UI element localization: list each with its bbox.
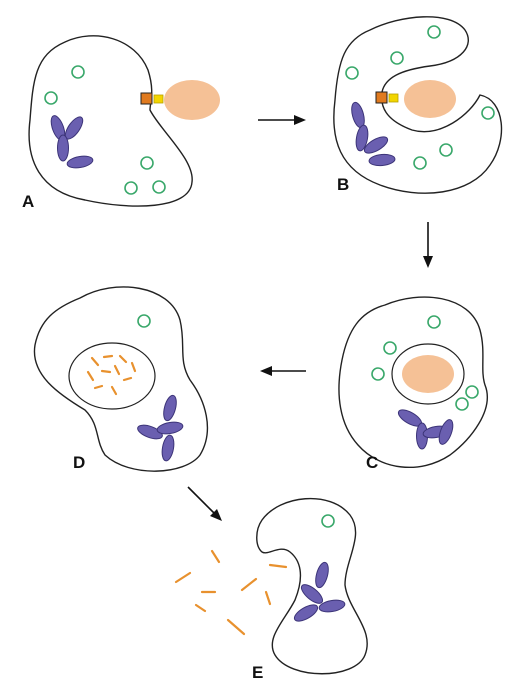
granule <box>390 51 404 65</box>
granule <box>137 314 151 328</box>
particle-fragment <box>268 563 288 569</box>
particle-fragment <box>240 577 258 592</box>
granule <box>455 397 469 411</box>
stage-c: C <box>338 296 488 472</box>
particle-fragment <box>210 549 221 564</box>
receptor-b <box>375 91 388 104</box>
stage-label-b: B <box>337 175 349 194</box>
stage-label-d: D <box>73 453 85 472</box>
granule <box>345 66 359 80</box>
arrow-c-to-d <box>260 366 306 376</box>
ligand-b <box>388 93 399 103</box>
arrow-b-to-c <box>423 222 433 268</box>
particle-fragment <box>130 361 137 373</box>
stage-label-a: A <box>22 192 34 211</box>
granule <box>413 156 427 170</box>
stage-b: B <box>333 16 503 194</box>
granule <box>124 181 138 195</box>
granule <box>427 315 441 329</box>
stage-d: D <box>33 286 208 472</box>
particle-fragment <box>86 370 95 382</box>
particle-fragment <box>194 603 207 613</box>
granule <box>481 106 495 120</box>
granule <box>71 65 85 79</box>
particle-fragment <box>100 369 112 374</box>
cell-membrane-e <box>256 497 368 675</box>
stage-label-e: E <box>252 663 263 682</box>
granules-a <box>44 65 166 195</box>
expelled-fragments-e <box>174 549 288 636</box>
arrow-a-to-b <box>258 115 306 125</box>
granule <box>140 156 154 170</box>
phagolysosome-d <box>68 342 156 410</box>
particle-fragment <box>113 364 121 376</box>
particle-fragment <box>93 384 104 390</box>
ligand-a <box>153 94 164 104</box>
particle-fragment <box>174 571 192 584</box>
granule <box>152 180 166 194</box>
granule <box>465 385 479 399</box>
granule <box>321 514 335 528</box>
granules-c <box>371 315 479 411</box>
arrow-d-to-e <box>187 486 222 521</box>
receptor-a <box>140 92 153 105</box>
granule <box>427 25 441 39</box>
particle-fragment <box>118 354 128 364</box>
granules-b <box>345 25 495 170</box>
stage-e: E <box>174 497 368 682</box>
particle-fragment <box>102 354 114 359</box>
engulfed-particle-c <box>402 355 454 393</box>
granule <box>383 341 397 355</box>
stage-label-c: C <box>366 453 378 472</box>
particle-fragment <box>226 618 246 636</box>
particle-fragment <box>122 376 133 382</box>
stage-a: A <box>22 35 220 211</box>
particle-fragment <box>110 385 118 396</box>
granule <box>44 91 58 105</box>
phagosome-c <box>391 343 465 405</box>
cell-membrane-d <box>33 286 208 472</box>
particle-fragment <box>264 590 272 606</box>
target-particle-b <box>404 80 456 118</box>
granule <box>439 143 453 157</box>
digested-fragments-d <box>86 354 137 396</box>
granule <box>371 367 385 381</box>
particle-fragment <box>90 356 100 367</box>
target-particle-a <box>164 80 220 120</box>
